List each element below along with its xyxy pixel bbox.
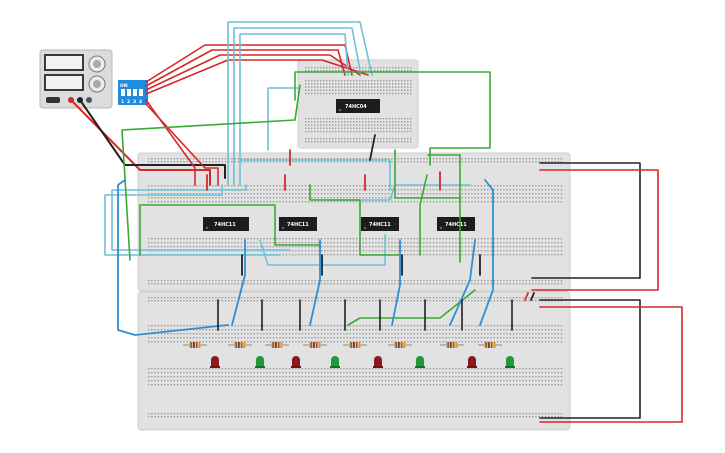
wire-dip-3[interactable]: [145, 54, 361, 91]
wire-rail-bridge-red[interactable]: [524, 292, 529, 301]
wire-cyan-3[interactable]: [239, 33, 349, 186]
resistor[interactable]: [478, 342, 502, 348]
led-red[interactable]: [291, 356, 301, 368]
resistors: [183, 342, 502, 348]
breadboard-top-holes: [305, 67, 412, 143]
dip-switch-header: ON: [120, 83, 128, 89]
dip-pin-1: 1: [121, 99, 124, 105]
wire-green-1[interactable]: [121, 84, 301, 261]
wire-cyan-8[interactable]: [259, 234, 386, 266]
wire-blue-4[interactable]: [391, 239, 401, 326]
wire-blue-1[interactable]: [117, 179, 229, 336]
wire-black-top[interactable]: [369, 134, 376, 161]
led-red[interactable]: [373, 356, 383, 368]
wire-cyan-6[interactable]: [267, 87, 301, 151]
wire-green-2[interactable]: [294, 71, 491, 166]
breadboard-main[interactable]: [137, 152, 571, 292]
chip-74hc04-label: 74HC04: [345, 104, 367, 110]
chip-74hc11-2-label: 74HC11: [287, 222, 309, 228]
wire-rail-black-upper[interactable]: [531, 162, 641, 279]
wire-psu-positive[interactable]: [70, 99, 211, 186]
resistor[interactable]: [440, 342, 464, 348]
wire-cyan-2[interactable]: [233, 27, 361, 186]
resistor[interactable]: [343, 342, 367, 348]
wire-green-5[interactable]: [394, 149, 461, 263]
wire-rail-red-lower[interactable]: [539, 306, 683, 423]
resistor[interactable]: [183, 342, 207, 348]
power-supply-icon[interactable]: [39, 49, 113, 109]
led-green[interactable]: [415, 356, 425, 368]
chip-74hc11-4-label: 74HC11: [445, 222, 467, 228]
led-green[interactable]: [330, 356, 340, 368]
resistor[interactable]: [265, 342, 289, 348]
wire-blue-6[interactable]: [479, 179, 494, 326]
dip-switch[interactable]: ON 1 2 3 4: [118, 80, 148, 105]
dip-pin-2: 2: [127, 99, 130, 105]
resistor[interactable]: [303, 342, 327, 348]
wire-cyan-1[interactable]: [227, 21, 373, 186]
wire-cyan-5[interactable]: [111, 184, 291, 251]
wire-dip-4[interactable]: [145, 59, 369, 95]
led-red[interactable]: [467, 356, 477, 368]
wire-dip-down-2[interactable]: [145, 103, 219, 186]
wire-blue-3[interactable]: [309, 239, 321, 326]
wire-rail-red-upper[interactable]: [531, 169, 659, 291]
chip-74hc11-2[interactable]: 74HC11: [279, 217, 317, 231]
dip-pin-3: 3: [133, 99, 136, 105]
wire-blue-5[interactable]: [449, 239, 476, 326]
wire-rail-bridge-black[interactable]: [530, 292, 535, 301]
wire-green-3[interactable]: [139, 204, 321, 256]
wire-green-8[interactable]: [419, 174, 428, 256]
led-green[interactable]: [255, 356, 265, 368]
led-green[interactable]: [505, 356, 515, 368]
wire-cyan-4[interactable]: [104, 184, 281, 256]
wire-green-6[interactable]: [427, 154, 461, 201]
led-red[interactable]: [210, 356, 220, 368]
chip-74hc11-3[interactable]: 74HC11: [361, 217, 399, 231]
chip-74hc04[interactable]: 74HC04: [336, 99, 380, 113]
leds: [210, 356, 515, 368]
chip-74hc11-3-label: 74HC11: [369, 222, 391, 228]
wire-psu-ground[interactable]: [79, 99, 226, 179]
resistor[interactable]: [228, 342, 252, 348]
wire-blue-2[interactable]: [231, 239, 246, 326]
wire-green-4[interactable]: [309, 184, 401, 256]
breadboard-bottom-holes: [148, 297, 563, 418]
dip-pin-4: 4: [139, 99, 142, 105]
wire-rail-black-lower[interactable]: [539, 299, 641, 419]
breadboard-bottom[interactable]: [137, 291, 571, 431]
wire-green-7[interactable]: [347, 289, 476, 326]
resistor[interactable]: [388, 342, 412, 348]
chip-74hc11-4[interactable]: 74HC11: [437, 217, 475, 231]
wire-dip-1[interactable]: [145, 44, 353, 83]
chip-74hc11-1[interactable]: 74HC11: [203, 217, 249, 231]
chip-74hc11-1-label: 74HC11: [214, 222, 236, 228]
